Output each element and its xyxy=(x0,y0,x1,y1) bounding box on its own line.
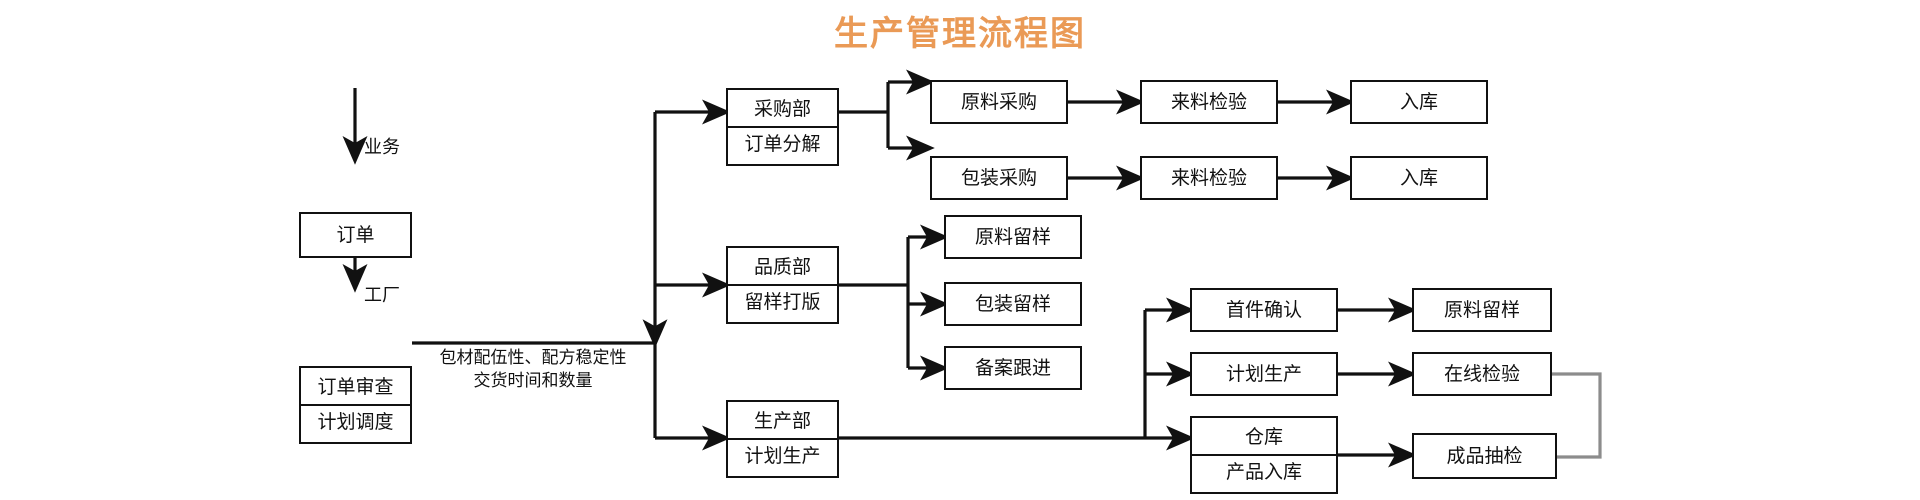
node-material-sample-label: 原料留样 xyxy=(974,226,1051,248)
node-warehouse[interactable]: 仓库 产品入库 xyxy=(1190,416,1338,494)
node-record-followup[interactable]: 备案跟进 xyxy=(944,346,1082,390)
node-planned-production[interactable]: 计划生产 xyxy=(1190,352,1338,396)
node-online-inspect[interactable]: 在线检验 xyxy=(1412,352,1552,396)
node-first-article-sample-label: 原料留样 xyxy=(1443,299,1520,321)
node-package-inspect-label: 来料检验 xyxy=(1170,167,1247,189)
node-material-stock-label: 入库 xyxy=(1399,91,1438,113)
node-material-inspect[interactable]: 来料检验 xyxy=(1140,80,1278,124)
node-package-inspect[interactable]: 来料检验 xyxy=(1140,156,1278,200)
node-order[interactable]: 订单 xyxy=(299,212,412,258)
annotation-note: 包材配伍性、配方稳定性 交货时间和数量 xyxy=(439,348,627,390)
node-record-followup-label: 备案跟进 xyxy=(974,357,1051,379)
node-finished-sampling-label: 成品抽检 xyxy=(1446,445,1523,467)
node-first-article-sample[interactable]: 原料留样 xyxy=(1412,288,1552,332)
node-material-inspect-label: 来料检验 xyxy=(1170,91,1247,113)
node-order-label: 订单 xyxy=(336,224,375,246)
node-order-review-title: 订单审查 xyxy=(301,371,410,406)
node-first-article-label: 首件确认 xyxy=(1225,299,1302,321)
node-quality-dept-sub: 留样打版 xyxy=(744,292,821,313)
node-finished-sampling[interactable]: 成品抽检 xyxy=(1412,433,1557,479)
node-package-purchase-label: 包装采购 xyxy=(960,167,1037,189)
node-package-stock[interactable]: 入库 xyxy=(1350,156,1488,200)
node-quality-dept[interactable]: 品质部 留样打版 xyxy=(726,246,839,324)
node-material-stock[interactable]: 入库 xyxy=(1350,80,1488,124)
node-purchasing-dept-sub: 订单分解 xyxy=(744,134,821,155)
node-production-dept-sub: 计划生产 xyxy=(744,446,821,467)
node-package-purchase[interactable]: 包装采购 xyxy=(930,156,1068,200)
node-order-review[interactable]: 订单审查 计划调度 xyxy=(299,366,412,444)
edge-label-factory: 工厂 xyxy=(364,285,400,305)
node-warehouse-sub: 产品入库 xyxy=(1225,462,1302,483)
node-first-article[interactable]: 首件确认 xyxy=(1190,288,1338,332)
node-material-sample[interactable]: 原料留样 xyxy=(944,215,1082,259)
node-production-dept[interactable]: 生产部 计划生产 xyxy=(726,400,839,478)
node-production-dept-title: 生产部 xyxy=(728,405,837,440)
edge-label-business: 业务 xyxy=(364,137,400,157)
node-package-stock-label: 入库 xyxy=(1399,167,1438,189)
page-title: 生产管理流程图 xyxy=(834,15,1086,53)
node-purchasing-dept-title: 采购部 xyxy=(728,93,837,128)
node-material-purchase[interactable]: 原料采购 xyxy=(930,80,1068,124)
node-order-review-sub: 计划调度 xyxy=(317,412,394,433)
node-warehouse-title: 仓库 xyxy=(1192,421,1336,456)
node-package-sample[interactable]: 包装留样 xyxy=(944,282,1082,326)
node-online-inspect-label: 在线检验 xyxy=(1443,363,1520,385)
node-material-purchase-label: 原料采购 xyxy=(960,91,1037,113)
node-package-sample-label: 包装留样 xyxy=(974,293,1051,315)
node-quality-dept-title: 品质部 xyxy=(728,251,837,286)
node-purchasing-dept[interactable]: 采购部 订单分解 xyxy=(726,88,839,166)
node-planned-production-label: 计划生产 xyxy=(1225,363,1302,385)
